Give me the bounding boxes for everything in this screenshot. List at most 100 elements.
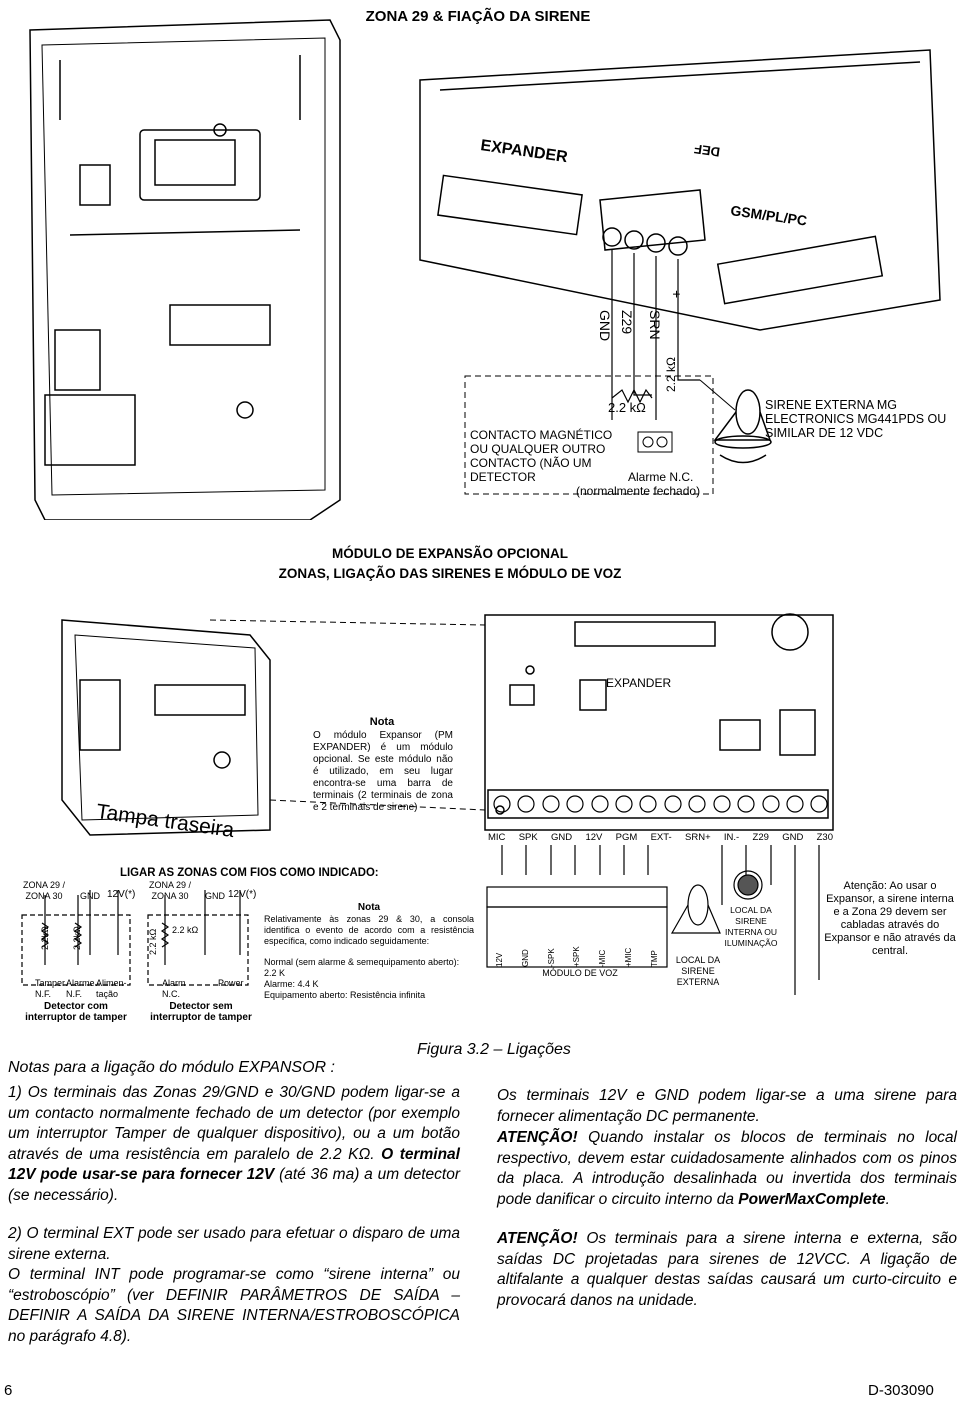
res-c: 2.2 kΩ [148, 928, 158, 955]
panel-backplate-middle [61, 619, 271, 836]
v12-label-1: 12V(*) [107, 889, 136, 900]
siren-description: SIRENE EXTERNA MG ELECTRONICS MG441PDS O… [765, 398, 947, 440]
int-siren-label: LOCAL DA SIRENE INTERNA OU ILUMINAÇÃO [724, 905, 778, 948]
gnd-label-2: GND [205, 891, 225, 901]
note2-equip: Equipamento aberto: Resistência infinita [264, 990, 426, 1000]
note-title-expander: Nota [369, 716, 395, 728]
expander-board-top [419, 49, 941, 331]
expander-board-label: EXPANDER [479, 137, 569, 166]
voice-module-label: MÓDULO DE VOZ [542, 968, 618, 978]
tamper-label: Tamper N.F. [35, 978, 66, 999]
terminal-srn: SRN+ [685, 832, 711, 843]
alimentacao-label: Alimen-tação [96, 978, 127, 999]
note2: 2) O terminal EXT pode ser usado para ef… [8, 1224, 460, 1347]
terminal-screws-middle [493, 795, 828, 813]
expander-label-middle: EXPANDER [606, 676, 672, 690]
note2-title: Nota [357, 902, 381, 913]
alarm-nc-lower: Alarm N.C. [162, 978, 186, 999]
terminal-12v: 12V [585, 832, 603, 843]
terminal-plus-label: + [669, 290, 685, 298]
right-para-1: Os terminais 12V e GND podem ligar-se a … [497, 1087, 957, 1125]
terminal-labels-row: MIC SPK GND 12V PGM EXT- SRN+ IN.- Z29 G… [488, 832, 833, 846]
right-para-3-label: ATENÇÃO! [497, 1230, 578, 1247]
note2-a: 2) O terminal EXT pode ser usado para ef… [8, 1225, 460, 1263]
resistor-label-1: 2.2 kΩ [608, 400, 646, 415]
terminal-ext: EXT- [650, 832, 672, 843]
right-para-3: ATENÇÃO! Os terminais para a sirene inte… [497, 1229, 957, 1311]
wires-top [611, 250, 700, 420]
lower-title: LIGAR AS ZONAS COM FIOS COMO INDICADO: [120, 865, 379, 879]
page-title-box: ZONA 29 & FIAÇÃO DA SIRENE [318, 2, 638, 32]
terminal-z30: Z30 [816, 832, 833, 843]
figure-caption: Figura 3.2 – Ligações [417, 1041, 571, 1058]
right-para-2-text: Quando instalar os blocos de terminais n… [497, 1129, 957, 1208]
expander-board-middle [484, 613, 834, 831]
terminal-gnd-label: GND [597, 310, 613, 341]
voice-pin-mic-pos: +MIC [623, 947, 633, 967]
terminal-srn-label: SRN [647, 310, 663, 340]
alarm-nc-label: Alarme N.C. [628, 470, 694, 484]
note1-a: 1) Os terminais das Zonas 29/GND e 30/GN… [8, 1084, 460, 1163]
terminal-z29-label: Z29 [619, 310, 635, 334]
voice-pin-mic-neg: -MIC [598, 949, 608, 967]
gnd-label-1: GND [80, 891, 100, 901]
terminal-pgm: PGM [615, 832, 638, 843]
def-label: DEF [693, 141, 721, 159]
lower-wiring-diagram [21, 845, 820, 995]
detector-with-tamper-label: Detector com interruptor de tamper [25, 1001, 127, 1023]
terminal-z29: Z29 [752, 832, 769, 843]
middle-wiring-diagram [61, 613, 834, 836]
res-a: 2.2kΩ [40, 926, 50, 950]
page-title: ZONA 29 & FIAÇÃO DA SIRENE [365, 8, 591, 25]
siren-icon [713, 389, 772, 464]
res-b: 2.2kΩ [72, 926, 82, 950]
attention-box: Atenção: Ao usar o Expansor, a sirene in… [824, 880, 956, 957]
detector-with-tamper-box [21, 914, 131, 986]
note-text-expander: O módulo Expansor (PM EXPANDER) é um mód… [313, 730, 453, 813]
notes-heading: Notas para a ligação do módulo EXPANSOR … [8, 1059, 335, 1076]
normally-closed-label: (normalmente fechado) [576, 484, 701, 498]
page-number: 6 [4, 1382, 13, 1399]
note1-b: O terminal 12V pode usar-se para fornece… [8, 1145, 460, 1184]
right-para-2-label: ATENÇÃO! [497, 1129, 578, 1146]
terminal-block-middle [487, 789, 829, 819]
voice-pin-tmp: TMP [649, 950, 659, 967]
note1: 1) Os terminais das Zonas 29/GND e 30/GN… [8, 1083, 460, 1206]
voice-module-terminal [486, 886, 668, 908]
resistor-label-2: 2.2 kΩ [664, 357, 678, 392]
contact-description: CONTACTO MAGNÉTICO OU QUALQUER OUTRO CON… [470, 428, 613, 484]
contact-terminal [637, 431, 673, 453]
note2-normal: Normal (sem alarme & semequipamento aber… [264, 957, 460, 978]
res-d: 2.2 kΩ [172, 925, 199, 935]
section-title-expansion: MÓDULO DE EXPANSÃO OPCIONAL [331, 546, 568, 561]
detector-without-tamper-box [147, 914, 249, 986]
voice-pin-12v: 12V [495, 952, 505, 967]
voice-pin-gnd: GND [521, 949, 531, 967]
voice-pin-spk-neg: -SPK [546, 948, 556, 967]
terminal-gnd2: GND [782, 832, 804, 843]
alarme-nf-label: Alarme N.F. [66, 978, 95, 999]
note2-text: Relativamente às zonas 29 & 30, a consol… [264, 914, 474, 946]
note2-alarme: Alarme: 4.4 K [264, 979, 319, 989]
voice-pins-row: 12V GND -SPK +SPK -MIC +MIC TMP [487, 912, 667, 967]
gsm-label: GSM/PL/PC [730, 202, 808, 229]
ext-siren-label: LOCAL DA SIRENE EXTERNA [675, 955, 721, 987]
doc-code: D-303090 [868, 1382, 934, 1399]
detector-without-tamper-label: Detector sem interruptor de tamper [150, 1001, 252, 1023]
zona-label-1: ZONA 29 / ZONA 30 [22, 880, 66, 901]
right-para-3-text: Os terminais para a sirene interna e ext… [497, 1230, 957, 1309]
top-wiring-diagram: EXPANDER DEF GSM/PL/PC GND Z29 SRN + [29, 19, 941, 520]
voice-pin-spk-pos: +SPK [572, 946, 582, 967]
callout-lines [209, 619, 486, 811]
terminal-in: IN.- [723, 832, 740, 843]
contact-dashed-box [464, 375, 714, 495]
section-title-zones: ZONAS, LIGAÇÃO DAS SIRENES E MÓDULO DE V… [278, 566, 622, 581]
right-para-2: ATENÇÃO! Quando instalar os blocos de te… [497, 1129, 957, 1208]
terminal-mic: MIC [488, 832, 506, 843]
note2-b: O terminal INT pode programar-se como “s… [8, 1266, 460, 1345]
v12-label-2: 12V(*) [228, 889, 257, 900]
note1-c: (até 36 ma) a um detector (se necessário… [8, 1166, 460, 1204]
terminal-gnd: GND [551, 832, 573, 843]
panel-backplate-top [29, 19, 341, 520]
zona-label-2: ZONA 29 / ZONA 30 [148, 880, 192, 901]
